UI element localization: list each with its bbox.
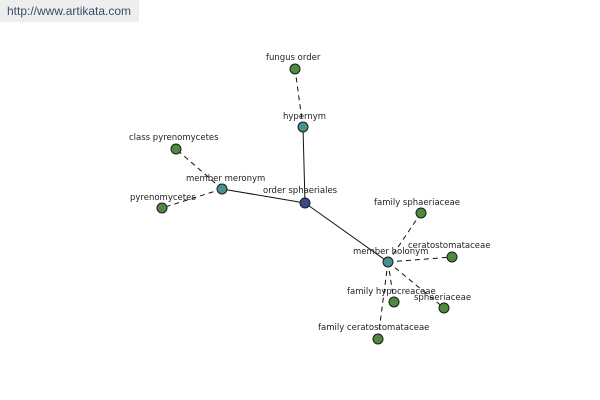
node-class-pyrenomycetes[interactable]: [170, 143, 182, 155]
node-label-fungus-order[interactable]: fungus order: [266, 53, 321, 63]
node-label-sphaeriaceae[interactable]: sphaeriaceae: [414, 293, 471, 303]
edge-order-sphaeriales-to-member-holonym: [304, 202, 389, 263]
graph-labels: order sphaeriales hypernym member meronym m…: [129, 53, 490, 333]
node-label-family-ceratostomataceae[interactable]: family ceratostomataceae: [318, 323, 429, 333]
edge-order-sphaeriales-to-member-meronym: [221, 188, 306, 204]
edge-member-holonym-to-family-sphaeriaceae: [387, 212, 422, 263]
node-hypernym[interactable]: [297, 121, 309, 133]
edge-member-holonym-to-ceratostomataceae: [387, 256, 453, 263]
edge-member-holonym-to-sphaeriaceae: [387, 261, 445, 309]
node-family-ceratostomataceae[interactable]: [372, 333, 384, 345]
node-label-member-holonym[interactable]: member holonym: [353, 247, 428, 257]
node-family-hypocreaceae[interactable]: [388, 296, 400, 308]
node-member-meronym[interactable]: [216, 183, 228, 195]
node-ceratostomataceae[interactable]: [446, 251, 458, 263]
node-member-holonym[interactable]: [382, 256, 394, 268]
node-label-ceratostomataceae[interactable]: ceratostomataceae: [408, 241, 490, 251]
node-label-member-meronym[interactable]: member meronym: [186, 174, 265, 184]
node-label-family-sphaeriaceae[interactable]: family sphaeriaceae: [374, 198, 460, 208]
graph-nodes: [156, 63, 458, 345]
edge-member-meronym-to-class-pyrenomycetes: [175, 148, 223, 190]
node-label-class-pyrenomycetes[interactable]: class pyrenomycetes: [129, 133, 219, 143]
node-sphaeriaceae[interactable]: [438, 302, 450, 314]
node-label-family-hypocreaceae[interactable]: family hypocreaceae: [347, 287, 436, 297]
edge-member-meronym-to-pyrenomycetes: [161, 188, 223, 209]
url-banner: http://www.artikata.com: [0, 0, 139, 22]
site-url-link[interactable]: http://www.artikata.com: [7, 4, 132, 18]
node-pyrenomycetes[interactable]: [156, 202, 168, 214]
node-family-sphaeriaceae[interactable]: [415, 207, 427, 219]
node-label-order-sphaeriales[interactable]: order sphaeriales: [263, 186, 338, 196]
edge-order-sphaeriales-to-hypernym: [302, 126, 306, 204]
edge-member-holonym-to-family-hypocreaceae: [387, 261, 395, 303]
node-label-pyrenomycetes[interactable]: pyrenomycetes: [130, 193, 196, 203]
graph-edges: [161, 68, 453, 340]
node-fungus-order[interactable]: [289, 63, 301, 75]
node-order-sphaeriales[interactable]: [299, 197, 311, 209]
node-label-hypernym[interactable]: hypernym: [283, 112, 326, 122]
edge-hypernym-to-fungus-order: [294, 68, 304, 128]
edge-member-holonym-to-family-ceratostomataceae: [377, 261, 389, 340]
